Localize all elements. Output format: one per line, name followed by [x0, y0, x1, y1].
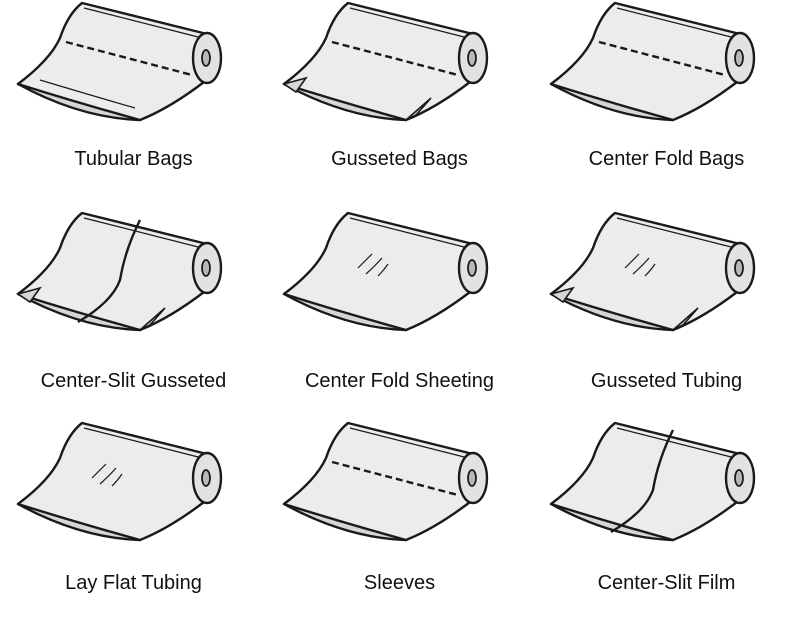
roll-top-edge [349, 7, 473, 40]
item-label: Center Fold Bags [588, 148, 745, 170]
film-sheet [549, 211, 742, 332]
crease-marks [91, 463, 123, 487]
roll-item: Center Fold Bags [533, 0, 800, 200]
roll-top-edge [83, 7, 207, 40]
film-sheet [549, 421, 742, 542]
roll-item: Gusseted Tubing [533, 210, 800, 410]
item-label: Center-Slit Gusseted [40, 370, 227, 392]
film-sheet [282, 1, 475, 122]
center-slit-line [610, 429, 675, 534]
center-slit-line [77, 219, 142, 324]
roll-item: Sleeves [266, 420, 533, 620]
roll-core [201, 259, 211, 277]
roll-item: Center-Slit Film [533, 420, 800, 620]
roll-core [467, 49, 477, 67]
roll-top-edge [616, 7, 740, 40]
roll-core [201, 469, 211, 487]
roll-top-edge [83, 427, 207, 460]
film-roll-illustration [282, 1, 489, 122]
roll-core [467, 469, 477, 487]
film-roll-illustration [549, 421, 756, 542]
item-label: Lay Flat Tubing [65, 572, 202, 594]
item-label: Center Fold Sheeting [304, 370, 494, 392]
roll-top-edge [349, 427, 473, 460]
film-roll-illustration [549, 211, 756, 332]
roll-core [734, 469, 744, 487]
seal-line [39, 79, 136, 109]
gusset-fold-right [405, 97, 432, 121]
roll-item: Center Fold Sheeting [266, 210, 533, 410]
roll-item: Gusseted Bags [266, 0, 533, 200]
film-sheet [282, 421, 475, 542]
roll-top-edge [83, 217, 207, 250]
film-roll-illustration [549, 1, 756, 122]
film-roll-illustration [282, 421, 489, 542]
roll-top-edge [616, 217, 740, 250]
gusset-fold-left [282, 76, 308, 94]
roll-item: Center-Slit Gusseted [0, 210, 267, 410]
gusset-fold-left [16, 286, 42, 304]
film-roll-illustration [16, 421, 223, 542]
roll-core [734, 49, 744, 67]
roll-top-edge [616, 427, 740, 460]
film-roll-illustration [16, 1, 223, 122]
crease-marks [624, 253, 656, 277]
film-sheet [549, 1, 742, 122]
roll-item: Lay Flat Tubing [0, 420, 267, 620]
roll-core [734, 259, 744, 277]
film-sheet [282, 211, 475, 332]
gusset-fold-left [549, 286, 575, 304]
item-label: Tubular Bags [74, 148, 193, 170]
item-label: Sleeves [363, 572, 436, 594]
gusset-fold-right [139, 307, 166, 331]
film-sheet [16, 211, 209, 332]
roll-top-edge [349, 217, 473, 250]
item-label: Gusseted Bags [331, 148, 468, 170]
gusset-fold-right [672, 307, 699, 331]
film-sheet [16, 1, 209, 122]
roll-core [467, 259, 477, 277]
film-roll-illustration [16, 211, 223, 332]
film-sheet [16, 421, 209, 542]
roll-core [201, 49, 211, 67]
item-label: Center-Slit Film [597, 572, 736, 594]
item-label: Gusseted Tubing [590, 370, 743, 392]
crease-marks [357, 253, 389, 277]
roll-item: Tubular Bags [0, 0, 267, 200]
film-roll-illustration [282, 211, 489, 332]
